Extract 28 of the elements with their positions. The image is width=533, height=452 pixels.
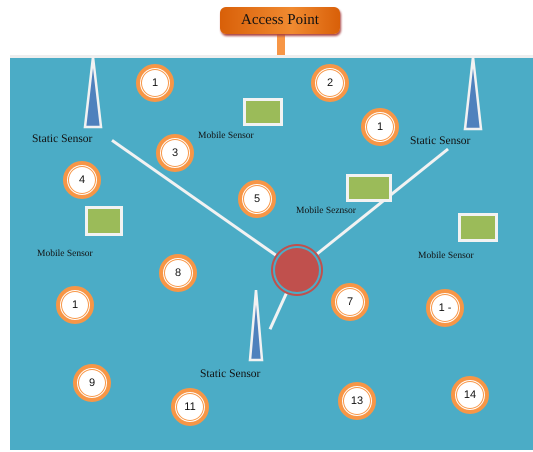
numbered-node-circle: 4 (63, 161, 101, 199)
numbered-node-circle: 9 (73, 364, 111, 402)
sensor-field-panel (10, 55, 533, 450)
hub-circle (275, 248, 319, 292)
numbered-node-circle: 1 (136, 64, 174, 102)
access-point-box: Access Point (220, 7, 340, 34)
numbered-node-circle: 8 (159, 254, 197, 292)
numbered-node-circle: 1 (361, 108, 399, 146)
numbered-node-circle: 1 - (426, 289, 464, 327)
sensor-label: Static Sensor (32, 133, 92, 145)
numbered-node-circle: 5 (238, 180, 276, 218)
sensor-label: Mobile Seznsor (296, 206, 356, 216)
connector-line (316, 148, 449, 255)
numbered-node-circle: 14 (451, 376, 489, 414)
sensor-label: Mobile Sensor (37, 249, 93, 259)
connector-bar (277, 34, 285, 55)
sensor-label: Mobile Sensor (418, 251, 474, 261)
connector-line (111, 139, 277, 256)
numbered-node-circle: 7 (331, 283, 369, 321)
numbered-node-circle: 11 (171, 388, 209, 426)
numbered-node-circle: 1 (56, 286, 94, 324)
sensor-label: Mobile Sensor (198, 131, 254, 141)
numbered-node-circle: 13 (338, 382, 376, 420)
sensor-label: Static Sensor (410, 135, 470, 147)
numbered-node-circle: 3 (156, 134, 194, 172)
numbered-node-circle: 2 (311, 64, 349, 102)
connector-line (268, 293, 288, 330)
sensor-label: Static Sensor (200, 368, 260, 380)
